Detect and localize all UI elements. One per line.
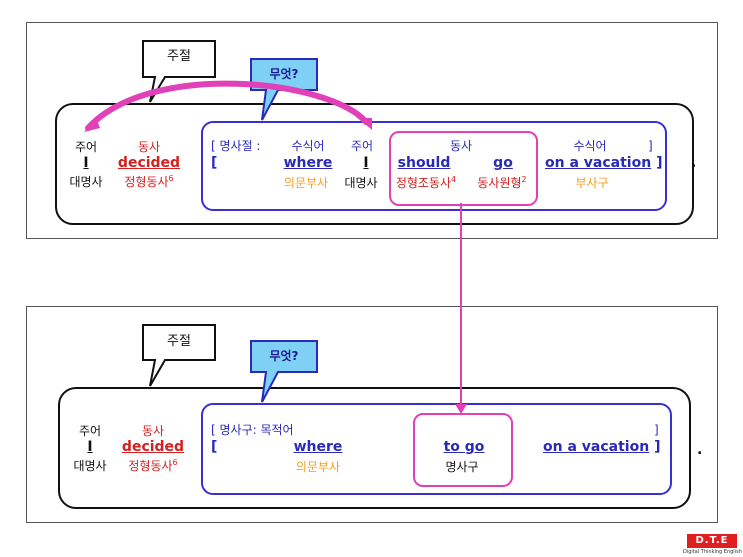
top-verb-phrase-box	[389, 131, 538, 206]
top-sub-word: I	[363, 155, 369, 171]
bottom-clause-label: 주절	[167, 334, 191, 349]
top-clause-label: 주절	[167, 49, 191, 64]
top-clause-type-label: [ 명사절 :	[211, 139, 261, 153]
bottom-open-bracket: [	[211, 439, 218, 455]
top-sub-role: 주어	[350, 139, 374, 153]
top-should-pos: 정형조동사4	[395, 175, 457, 191]
bottom-verb-pos: 정형동사6	[128, 458, 178, 474]
top-should: should	[397, 155, 451, 171]
bottom-subject-word: I	[87, 439, 93, 455]
bottom-what-label: 무엇?	[269, 349, 299, 363]
bottom-close-mark: ]	[654, 423, 659, 437]
top-vacation-close: ]	[656, 155, 663, 171]
subject-link-arrow-head	[84, 118, 100, 132]
bottom-verb-word: decided	[121, 439, 185, 455]
top-subject-pos: 대명사	[69, 175, 103, 189]
top-open-bracket: [	[211, 155, 218, 171]
top-go: go	[493, 155, 513, 171]
bottom-togo: to go	[443, 439, 485, 455]
top-verb-role: 동사	[137, 140, 161, 154]
top-verb2-role: 동사	[449, 139, 473, 153]
top-subject-word: I	[83, 155, 89, 171]
top-go-pos-text: 동사원형	[477, 176, 522, 190]
top-period: .	[691, 155, 697, 171]
bottom-vacation: on a vacation ]	[543, 439, 660, 455]
bottom-togo-box	[413, 413, 513, 487]
top-subject-role: 주어	[74, 140, 98, 154]
top-what-label: 무엇?	[269, 67, 299, 81]
top-verb-pos-text: 정형동사	[124, 175, 169, 189]
top-go-pos-sup: 2	[521, 175, 527, 184]
bottom-verb-role: 동사	[141, 424, 165, 438]
top-verb-pos: 정형동사6	[124, 174, 174, 190]
bottom-where: where	[293, 439, 343, 455]
bottom-where-pos: 의문부사	[295, 460, 341, 474]
bottom-phrase-type-label: [ 명사구: 목적어	[211, 423, 294, 437]
top-vacation-pos: 부사구	[575, 176, 609, 190]
top-verb-word: decided	[117, 155, 181, 171]
top-sentence-box	[55, 103, 694, 225]
bottom-period: .	[697, 442, 703, 458]
bottom-verb-pos-text: 정형동사	[128, 459, 173, 473]
top-should-pos-sup: 4	[451, 175, 457, 184]
top-sub-pos: 대명사	[344, 176, 378, 190]
bottom-subject-role: 주어	[78, 424, 102, 438]
top-vacation-text: on a vacation	[545, 155, 652, 171]
dte-logo-caption: Digital Thinking English	[683, 549, 742, 555]
top-go-pos: 동사원형2	[477, 175, 527, 191]
bottom-vacation-close: ]	[654, 439, 661, 455]
bottom-what-callout	[250, 340, 318, 403]
subject-link-arrow	[85, 80, 369, 131]
transform-arrow-head	[455, 404, 467, 414]
top-noun-clause-box	[201, 121, 667, 211]
top-where: where	[283, 155, 333, 171]
top-close-mark: ]	[648, 139, 653, 153]
bottom-noun-phrase-box	[201, 403, 672, 495]
bottom-clause-callout	[142, 324, 216, 387]
bottom-vacation-text: on a vacation	[543, 439, 650, 455]
top-modifier-role: 수식어	[291, 139, 325, 153]
top-vacation: on a vacation ]	[545, 155, 662, 171]
bottom-togo-pos: 명사구	[445, 460, 479, 474]
subject-link-arrow-tip	[358, 118, 372, 130]
top-where-pos: 의문부사	[283, 176, 329, 190]
bottom-sentence-box	[58, 387, 691, 509]
dte-logo: D.T.E	[687, 534, 737, 548]
bottom-subject-pos: 대명사	[73, 459, 107, 473]
top-mod2-role: 수식어	[573, 139, 607, 153]
top-verb-pos-sup: 6	[168, 174, 174, 183]
bottom-verb-pos-sup: 6	[172, 458, 178, 467]
top-should-pos-text: 정형조동사	[395, 176, 452, 190]
